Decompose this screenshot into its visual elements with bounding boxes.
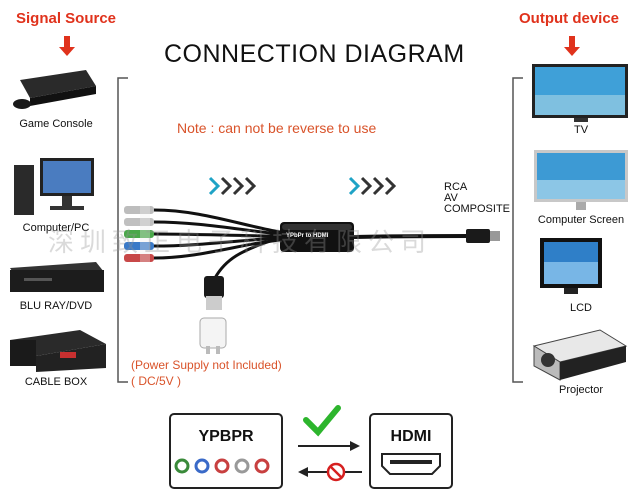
watermark: 深圳致正电子科技有限公司 [48,228,433,258]
output-label-lcd: LCD [569,302,592,314]
hdmi-plug-icon [466,229,500,243]
hdmi-port-icon [381,453,441,475]
hdmi-port-box [369,413,453,489]
game-console-icon [13,70,96,109]
bluray-player-icon [10,262,104,292]
power-voltage-note: ( DC/5V ) [131,374,182,388]
ypbpr-box-label: YPBPR [198,428,254,445]
tv-icon [532,64,628,122]
rca-connectors-icon [174,458,270,474]
source-label-bluray: BLU RAY/DVD [19,300,93,312]
prohibited-icon [326,462,346,482]
usb-cable [213,236,281,279]
down-arrow-icon [59,36,75,56]
output-label-projector: Projector [558,384,604,396]
hdmi-box-label: HDMI [390,428,432,445]
output-bracket [512,77,523,383]
usb-plug-icon [204,276,224,310]
signal-direction-arrows-icon [208,176,257,196]
computer-icon [14,158,94,215]
monitor-icon [534,150,628,210]
signal-source-header: Signal Source [16,10,117,27]
ypbpr-port-box [169,413,283,489]
diagram-title: CONNECTION DIAGRAM [164,40,465,68]
output-label-computer-screen: Computer Screen [537,214,625,226]
projector-icon [532,329,628,381]
output-cable [353,234,471,239]
rca-plugs [124,206,154,262]
lcd-icon [540,238,602,294]
adapter-label: YPbPr to HDMI [286,233,329,239]
source-label-game-console: Game Console [19,118,93,130]
warning-note: Note : can not be reverse to use [177,120,377,136]
output-device-header: Output device [519,10,620,27]
forward-arrow-icon [298,441,360,451]
power-adapter-icon [199,317,227,354]
check-icon [303,405,341,437]
source-label-cable-box: CABLE BOX [24,376,88,388]
source-label-computer: Computer/PC [22,222,90,234]
down-arrow-icon [564,36,580,56]
cable-box-icon [10,330,106,372]
output-label-tv: TV [573,124,589,136]
signal-direction-arrows-icon [348,176,397,196]
source-bracket [117,77,128,383]
power-supply-note: (Power Supply not Included) [131,358,282,372]
port-label-composite: COMPOSITE [444,203,511,215]
port-label-av: AV [444,192,458,204]
port-label-rca: RCA [444,181,468,193]
ypbpr-to-hdmi-adapter [280,222,354,252]
